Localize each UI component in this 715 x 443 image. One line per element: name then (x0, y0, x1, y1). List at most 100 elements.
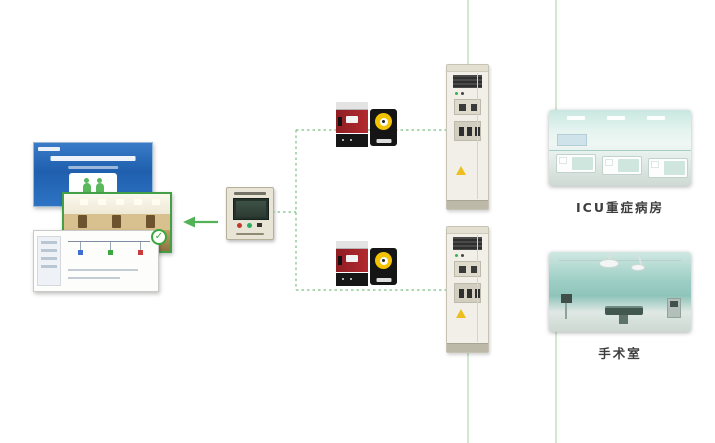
bed-pillow (559, 157, 567, 164)
panel-footer-text-bar (236, 233, 264, 235)
ceiling-light (567, 116, 585, 120)
ats-terminal (350, 278, 352, 280)
cabinet-led-dark (461, 254, 464, 257)
transformer-bottom (370, 248, 397, 285)
transformer-core (379, 117, 388, 126)
monitor-pole (565, 303, 567, 319)
cabinet-vent (453, 75, 482, 88)
cabinet-led-green (455, 92, 458, 95)
ats-terminal (350, 139, 352, 141)
cabinet-led-dark (461, 92, 464, 95)
schematic-drop-line (110, 242, 111, 250)
breaker (467, 289, 472, 298)
ats-terminal (342, 278, 344, 280)
power-cabinet-top (446, 64, 489, 210)
sidebar-row-bar (41, 241, 57, 244)
transformer-core (379, 256, 388, 265)
user-figure (82, 178, 91, 197)
icu-room-photo (549, 110, 691, 186)
cabinet-led-green (455, 254, 458, 257)
ward-door (112, 215, 121, 228)
warning-triangle-icon (456, 166, 466, 175)
cabinet-cap (447, 65, 488, 72)
hospital-bed (648, 158, 688, 178)
cabinet-door-seam (477, 73, 478, 199)
breaker (471, 104, 478, 111)
transformer-center (382, 259, 385, 262)
icu-ceiling (549, 110, 691, 130)
ats-switch-top (336, 102, 368, 147)
monitor (561, 294, 572, 303)
breaker (467, 127, 472, 136)
ats-top-strip (336, 241, 368, 249)
schematic-text-bar (68, 277, 120, 279)
cabinet-base (447, 343, 488, 352)
cabinet-cap (447, 227, 488, 234)
power-cabinet-bottom (446, 226, 489, 353)
surgical-light (631, 264, 645, 271)
ats-base (336, 134, 368, 147)
breaker (459, 266, 466, 273)
cabinet-base (447, 200, 488, 209)
sidebar-row-bar (41, 265, 57, 268)
screen-logo-bar (38, 147, 60, 151)
panel-button-dark (257, 223, 262, 227)
schematic-node-green (108, 250, 113, 255)
bed-blanket (618, 159, 639, 172)
dashed-connector (272, 129, 446, 291)
schematic-drop-line (80, 242, 81, 250)
panel-display-glow (236, 201, 266, 217)
schematic-drop-line (140, 242, 141, 250)
equipment-screen (670, 301, 678, 307)
panel-display (233, 198, 269, 220)
ats-top-strip (336, 102, 368, 110)
ats-toggle (338, 256, 342, 265)
cabinet-module (454, 121, 481, 141)
sidebar-row-bar (41, 249, 57, 252)
check-icon: ✓ (154, 231, 164, 242)
operating-room-label: 手术室 (598, 346, 642, 361)
bed-blanket (664, 161, 685, 175)
ward-door (78, 215, 87, 228)
cabinet-vent (453, 237, 482, 250)
transformer-ring (375, 113, 392, 130)
bed-blanket (572, 157, 593, 170)
ceiling-light (647, 116, 665, 120)
panel-button-red (237, 223, 242, 228)
transformer-label (376, 139, 391, 143)
bed-pillow (651, 161, 659, 168)
sidebar-row-bar (41, 257, 57, 260)
icu-room-label: ICU重症病房 (576, 200, 664, 215)
ats-label (346, 255, 358, 262)
ats-terminal (342, 139, 344, 141)
transformer-top (370, 109, 397, 146)
breaker (459, 104, 466, 111)
schematic-node-red (138, 250, 143, 255)
ats-body (336, 249, 368, 272)
schematic-node-blue (78, 250, 83, 255)
transformer-center (382, 120, 385, 123)
ceiling-light (607, 116, 625, 120)
panel-title-text-bar (234, 192, 266, 195)
ats-switch-bottom (336, 241, 368, 286)
screen-title-bar (50, 156, 136, 161)
surgical-light (599, 259, 619, 268)
ats-base (336, 273, 368, 286)
operating-room-photo (549, 252, 691, 332)
warning-triangle-icon (456, 309, 466, 318)
schematic-screen-thumbnail (33, 230, 159, 292)
transformer-label (376, 278, 391, 282)
ats-body (336, 110, 368, 133)
ward-door (146, 215, 155, 228)
user-figure (95, 178, 104, 197)
ceiling-track (559, 260, 681, 261)
edge-connector-lines (467, 0, 557, 443)
ward-ceiling-lights (70, 199, 164, 205)
cabinet-door-seam (477, 235, 478, 342)
flow-arrow-head (183, 216, 195, 228)
ats-toggle (338, 117, 342, 126)
schematic-text-bar (68, 269, 138, 271)
breaker (459, 289, 464, 298)
screen-subtitle-bar (68, 166, 118, 169)
